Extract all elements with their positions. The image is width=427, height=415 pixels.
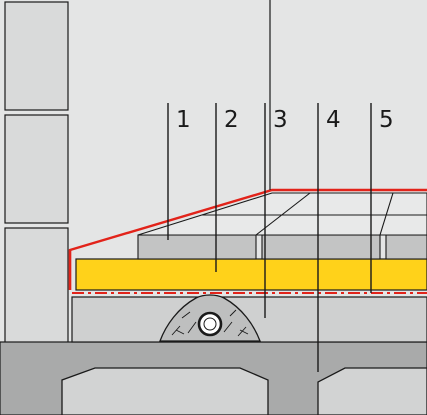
tile-stack (137, 192, 427, 236)
pipe-bedding (159, 294, 261, 342)
callout-label-1: 1 (176, 107, 191, 133)
callout-label-3: 3 (273, 107, 288, 133)
callout-label-5: 5 (379, 107, 394, 133)
support-board-1 (137, 234, 257, 260)
wall-brick-1 (4, 1, 69, 111)
slab-void-left (61, 367, 269, 415)
callout-lines (167, 103, 372, 372)
callout-labels: 1 2 3 4 5 (176, 107, 394, 133)
pipe-inner (203, 317, 217, 331)
support-board-2 (261, 234, 381, 260)
concrete-slab (0, 341, 427, 415)
wall (0, 0, 70, 415)
wall-brick-3 (4, 227, 69, 347)
insulation-layer (75, 258, 427, 291)
slab-void-right (317, 367, 427, 415)
callout-label-4: 4 (326, 107, 341, 133)
support-board-3 (385, 234, 427, 260)
wall-brick-2 (4, 114, 69, 224)
pipe-bedding-hatch (171, 309, 249, 337)
tile-joint-2 (379, 192, 394, 236)
callout-label-2: 2 (224, 107, 239, 133)
